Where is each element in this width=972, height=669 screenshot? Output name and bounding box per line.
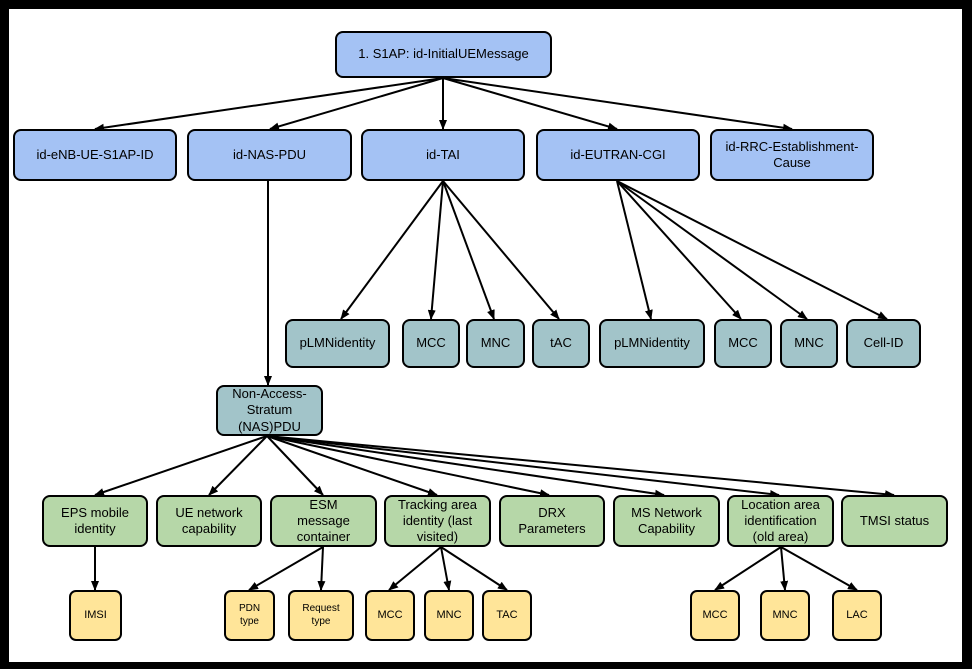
edge-arrow-7: [427, 180, 444, 320]
node-cgi-cell-id: Cell-ID: [846, 319, 921, 368]
node-ue-network-capability: UE network capability: [156, 495, 262, 547]
edge-arrow-24: [317, 546, 326, 591]
node-la-mnc: MNC: [760, 590, 810, 641]
edge-arrow-14: [94, 435, 268, 496]
node-esm-message-container: ESM message container: [270, 495, 377, 547]
node-tai-mcc: MCC: [402, 319, 460, 368]
edge-arrow-9: [442, 180, 560, 320]
node-cgi-mcc: MCC: [714, 319, 772, 368]
node-cgi-mnc: MNC: [780, 319, 838, 368]
node-drx-parameters: DRX Parameters: [499, 495, 605, 547]
edge-arrow-1: [269, 77, 444, 131]
node-tai-mnc: MNC: [466, 319, 525, 368]
edge-arrow-12: [616, 180, 808, 320]
node-tmsi-status: TMSI status: [841, 495, 948, 547]
edge-arrow-21: [266, 435, 895, 499]
node-enb-ue-s1ap-id: id-eNB-UE-S1AP-ID: [13, 129, 177, 181]
node-cgi-plmnidentity: pLMNidentity: [599, 319, 705, 368]
edge-arrow-0: [94, 77, 444, 132]
edge-arrow-25: [388, 546, 442, 591]
edge-arrow-19: [266, 435, 665, 498]
edge-arrow-16: [266, 435, 324, 496]
edge-arrow-29: [780, 546, 789, 591]
node-eps-mobile-identity: EPS mobile identity: [42, 495, 148, 547]
edge-arrow-18: [266, 435, 550, 498]
edge-arrow-3: [442, 77, 618, 131]
node-tai: id-TAI: [361, 129, 525, 181]
node-imsi: IMSI: [69, 590, 122, 641]
node-location-area-identification: Location area identification (old area): [727, 495, 834, 547]
node-ms-network-capability: MS Network Capability: [613, 495, 720, 547]
node-ta-mnc: MNC: [424, 590, 474, 641]
node-eutran-cgi: id-EUTRAN-CGI: [536, 129, 700, 181]
node-ta-tac: TAC: [482, 590, 532, 641]
edge-arrow-20: [266, 435, 780, 498]
edges-layer: [91, 77, 895, 591]
edge-arrow-4: [442, 77, 793, 132]
edge-arrow-10: [616, 180, 653, 320]
node-pdn-type: PDN type: [224, 590, 275, 641]
edge-arrow-27: [440, 546, 508, 591]
node-tai-tac: tAC: [532, 319, 590, 368]
node-root: 1. S1AP: id-InitialUEMessage: [335, 31, 552, 78]
node-rrc-establishment-cause: id-RRC-Establishment- Cause: [710, 129, 874, 181]
edge-arrow-8: [442, 180, 495, 320]
edge-arrow-11: [616, 180, 742, 320]
node-tai-plmnidentity: pLMNidentity: [285, 319, 390, 368]
diagram-canvas: 1. S1AP: id-InitialUEMessage id-eNB-UE-S…: [9, 9, 962, 662]
edge-arrow-23: [248, 546, 324, 591]
node-tracking-area-identity: Tracking area identity (last visited): [384, 495, 491, 547]
node-la-lac: LAC: [832, 590, 882, 641]
node-ta-mcc: MCC: [365, 590, 415, 641]
edge-arrow-13: [616, 180, 888, 320]
edge-arrow-6: [340, 180, 444, 320]
edge-arrow-28: [714, 546, 782, 591]
edge-arrow-30: [780, 546, 858, 591]
node-la-mcc: MCC: [690, 590, 740, 641]
node-request-type: Request type: [288, 590, 354, 641]
node-nas-pdu-container: Non-Access- Stratum (NAS)PDU: [216, 385, 323, 436]
node-nas-pdu: id-NAS-PDU: [187, 129, 352, 181]
edge-arrow-15: [208, 435, 268, 496]
edge-arrow-26: [440, 546, 452, 591]
edge-arrow-17: [266, 435, 438, 496]
